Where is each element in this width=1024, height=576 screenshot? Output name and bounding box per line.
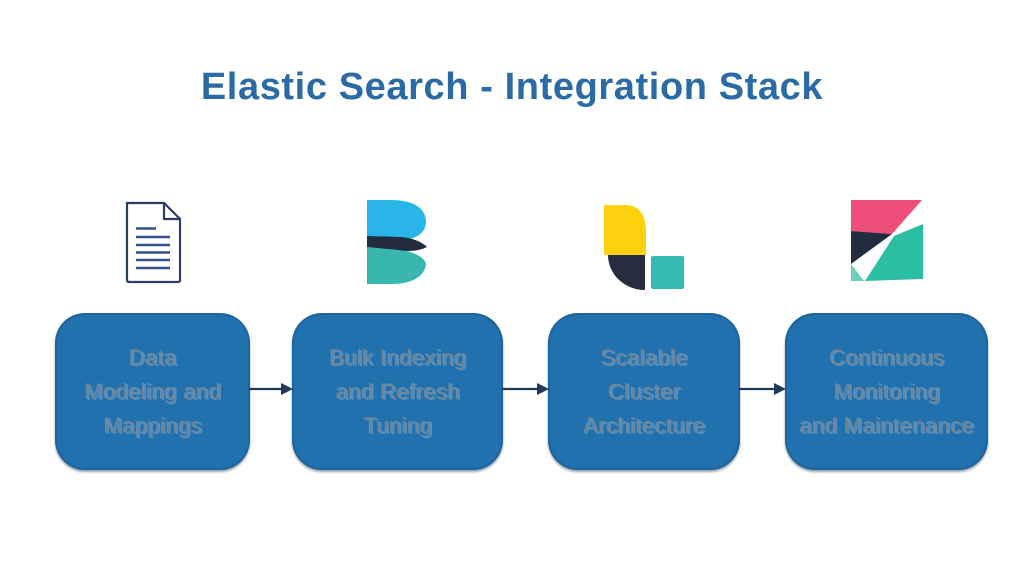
beats-top-segment (366, 200, 426, 240)
document-folded-corner (162, 203, 180, 221)
logstash-logo-icon (548, 205, 740, 290)
arrow-head (537, 383, 549, 395)
diagram-title: Elastic Search - Integration Stack (200, 66, 824, 108)
kibana-light-teal-segment (850, 264, 864, 281)
step-label: Scalable Cluster Architecture (582, 344, 706, 438)
logstash-yellow-segment (603, 205, 646, 255)
step-box: Data Modeling and Mappings (55, 313, 250, 470)
logstash-dark-segment (607, 255, 645, 290)
step-scalable-cluster: Scalable Cluster Architecture (548, 0, 740, 576)
step-label: Continuous Monitoring and Maintenance (799, 344, 974, 438)
step-continuous-monitoring: Continuous Monitoring and Maintenance (785, 0, 988, 576)
kibana-logo-svg (850, 200, 923, 281)
step-label: Data Modeling and Mappings (84, 344, 221, 438)
flow-arrow-3 (739, 383, 786, 395)
logstash-logo-svg (603, 205, 684, 290)
step-data-modeling: Data Modeling and Mappings (55, 0, 250, 576)
step-box: Scalable Cluster Architecture (548, 313, 740, 470)
kibana-dark-segment (850, 231, 892, 264)
step-label: Bulk Indexing and Refresh Tuning (328, 344, 467, 438)
document-icon-svg (125, 201, 181, 284)
step-bulk-indexing: Bulk Indexing and Refresh Tuning (292, 0, 503, 576)
step-box: Continuous Monitoring and Maintenance (785, 313, 988, 470)
flow-arrow-1 (249, 383, 293, 395)
document-text-lines (135, 227, 170, 270)
beats-bottom-segment (366, 245, 426, 284)
flow-arrow-2 (502, 383, 549, 395)
beats-logo-svg (366, 200, 427, 284)
beats-logo-icon (292, 200, 503, 284)
document-icon (55, 200, 250, 284)
arrow-head (774, 383, 786, 395)
kibana-teal-segment (864, 224, 923, 281)
beats-middle-segment (366, 236, 427, 251)
logstash-teal-segment (650, 256, 684, 289)
kibana-logo-icon (785, 200, 988, 282)
kibana-pink-segment (850, 200, 922, 234)
arrow-head (281, 383, 293, 395)
document-paper-outline (125, 201, 181, 284)
step-box: Bulk Indexing and Refresh Tuning (292, 313, 503, 470)
